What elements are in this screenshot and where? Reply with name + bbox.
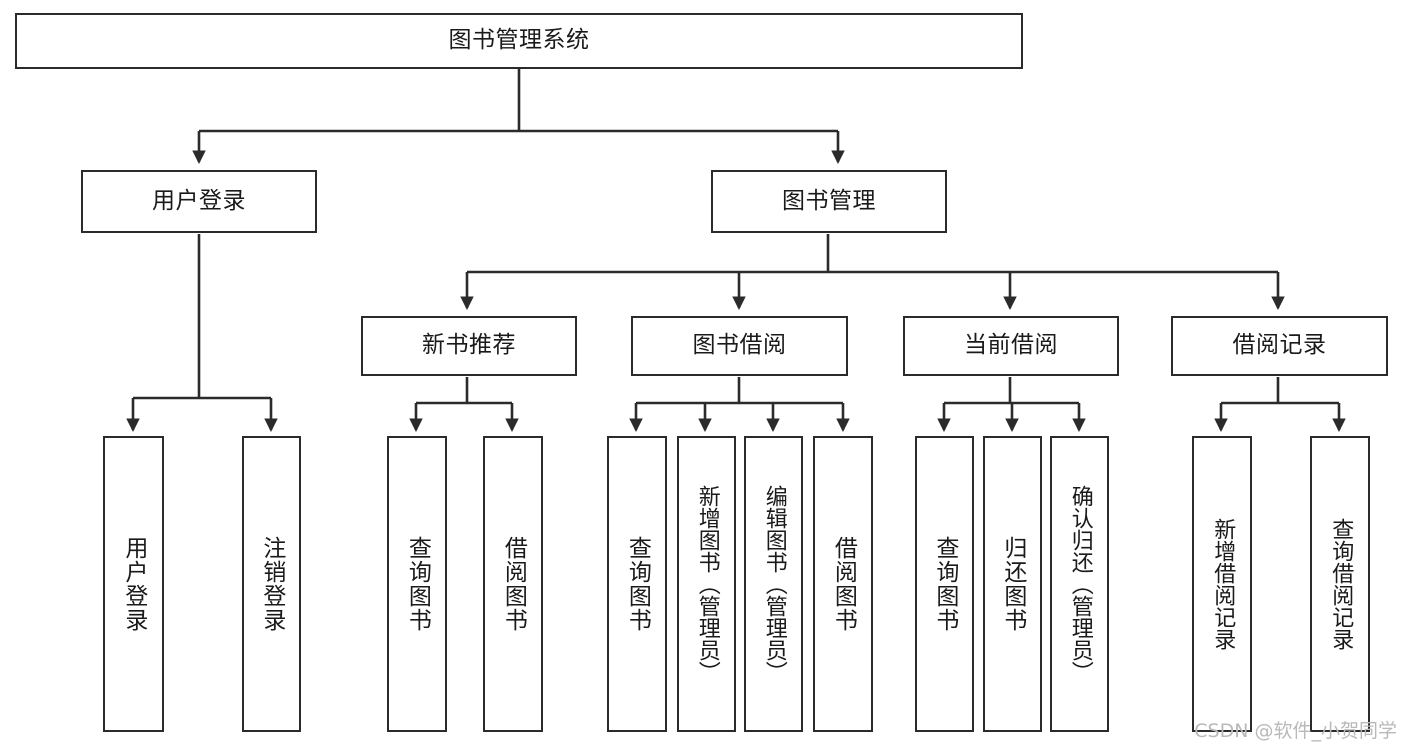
node-leaf-user-login[interactable]: 用户登录 — [103, 436, 164, 732]
node-label: 借阅记录 — [1232, 332, 1327, 359]
node-book-management[interactable]: 图书管理 — [711, 170, 947, 233]
node-label: 借阅图书 — [830, 536, 857, 632]
node-leaf-query-book-1[interactable]: 查询图书 — [387, 436, 447, 732]
node-user-login[interactable]: 用户登录 — [81, 170, 317, 233]
watermark-text: CSDN @软件_小贺同学 — [1194, 720, 1397, 742]
node-label: 新增图书（管理员） — [694, 485, 720, 683]
node-label: 用户登录 — [120, 536, 147, 632]
node-label: 当前借阅 — [964, 332, 1058, 359]
node-label: 查询借阅记录 — [1328, 518, 1354, 650]
node-borrow-record[interactable]: 借阅记录 — [1171, 316, 1388, 376]
node-root-book-management-system[interactable]: 图书管理系统 — [15, 13, 1023, 69]
node-leaf-logout-login[interactable]: 注销登录 — [242, 436, 301, 732]
node-label: 新增借阅记录 — [1210, 518, 1236, 650]
node-label: 编辑图书（管理员） — [761, 485, 787, 683]
node-leaf-query-book-2[interactable]: 查询图书 — [607, 436, 667, 732]
node-leaf-add-borrow-record[interactable]: 新增借阅记录 — [1192, 436, 1252, 732]
node-leaf-query-book-3[interactable]: 查询图书 — [915, 436, 974, 732]
node-leaf-query-borrow-record[interactable]: 查询借阅记录 — [1310, 436, 1370, 732]
node-label: 查询图书 — [624, 536, 651, 632]
node-leaf-return-book[interactable]: 归还图书 — [983, 436, 1042, 732]
node-label: 归还图书 — [999, 536, 1026, 632]
node-leaf-add-book[interactable]: 新增图书（管理员） — [677, 436, 736, 732]
node-label: 图书管理系统 — [448, 27, 590, 54]
node-label: 图书借阅 — [692, 332, 787, 359]
node-label: 查询图书 — [931, 536, 958, 632]
node-label: 查询图书 — [404, 536, 431, 632]
node-leaf-borrow-book-1[interactable]: 借阅图书 — [483, 436, 543, 732]
node-leaf-borrow-book-2[interactable]: 借阅图书 — [813, 436, 873, 732]
node-current-borrow[interactable]: 当前借阅 — [903, 316, 1119, 376]
node-leaf-edit-book[interactable]: 编辑图书（管理员） — [744, 436, 803, 732]
node-label: 确认归还（管理员） — [1067, 485, 1093, 683]
node-label: 注销登录 — [258, 536, 285, 632]
node-label: 用户登录 — [152, 187, 246, 214]
node-book-borrow[interactable]: 图书借阅 — [631, 316, 848, 376]
node-label: 新书推荐 — [422, 332, 516, 359]
node-label: 借阅图书 — [500, 536, 527, 632]
node-label: 图书管理 — [782, 187, 876, 214]
node-new-book-recommend[interactable]: 新书推荐 — [361, 316, 577, 376]
node-leaf-confirm-return[interactable]: 确认归还（管理员） — [1050, 436, 1109, 732]
